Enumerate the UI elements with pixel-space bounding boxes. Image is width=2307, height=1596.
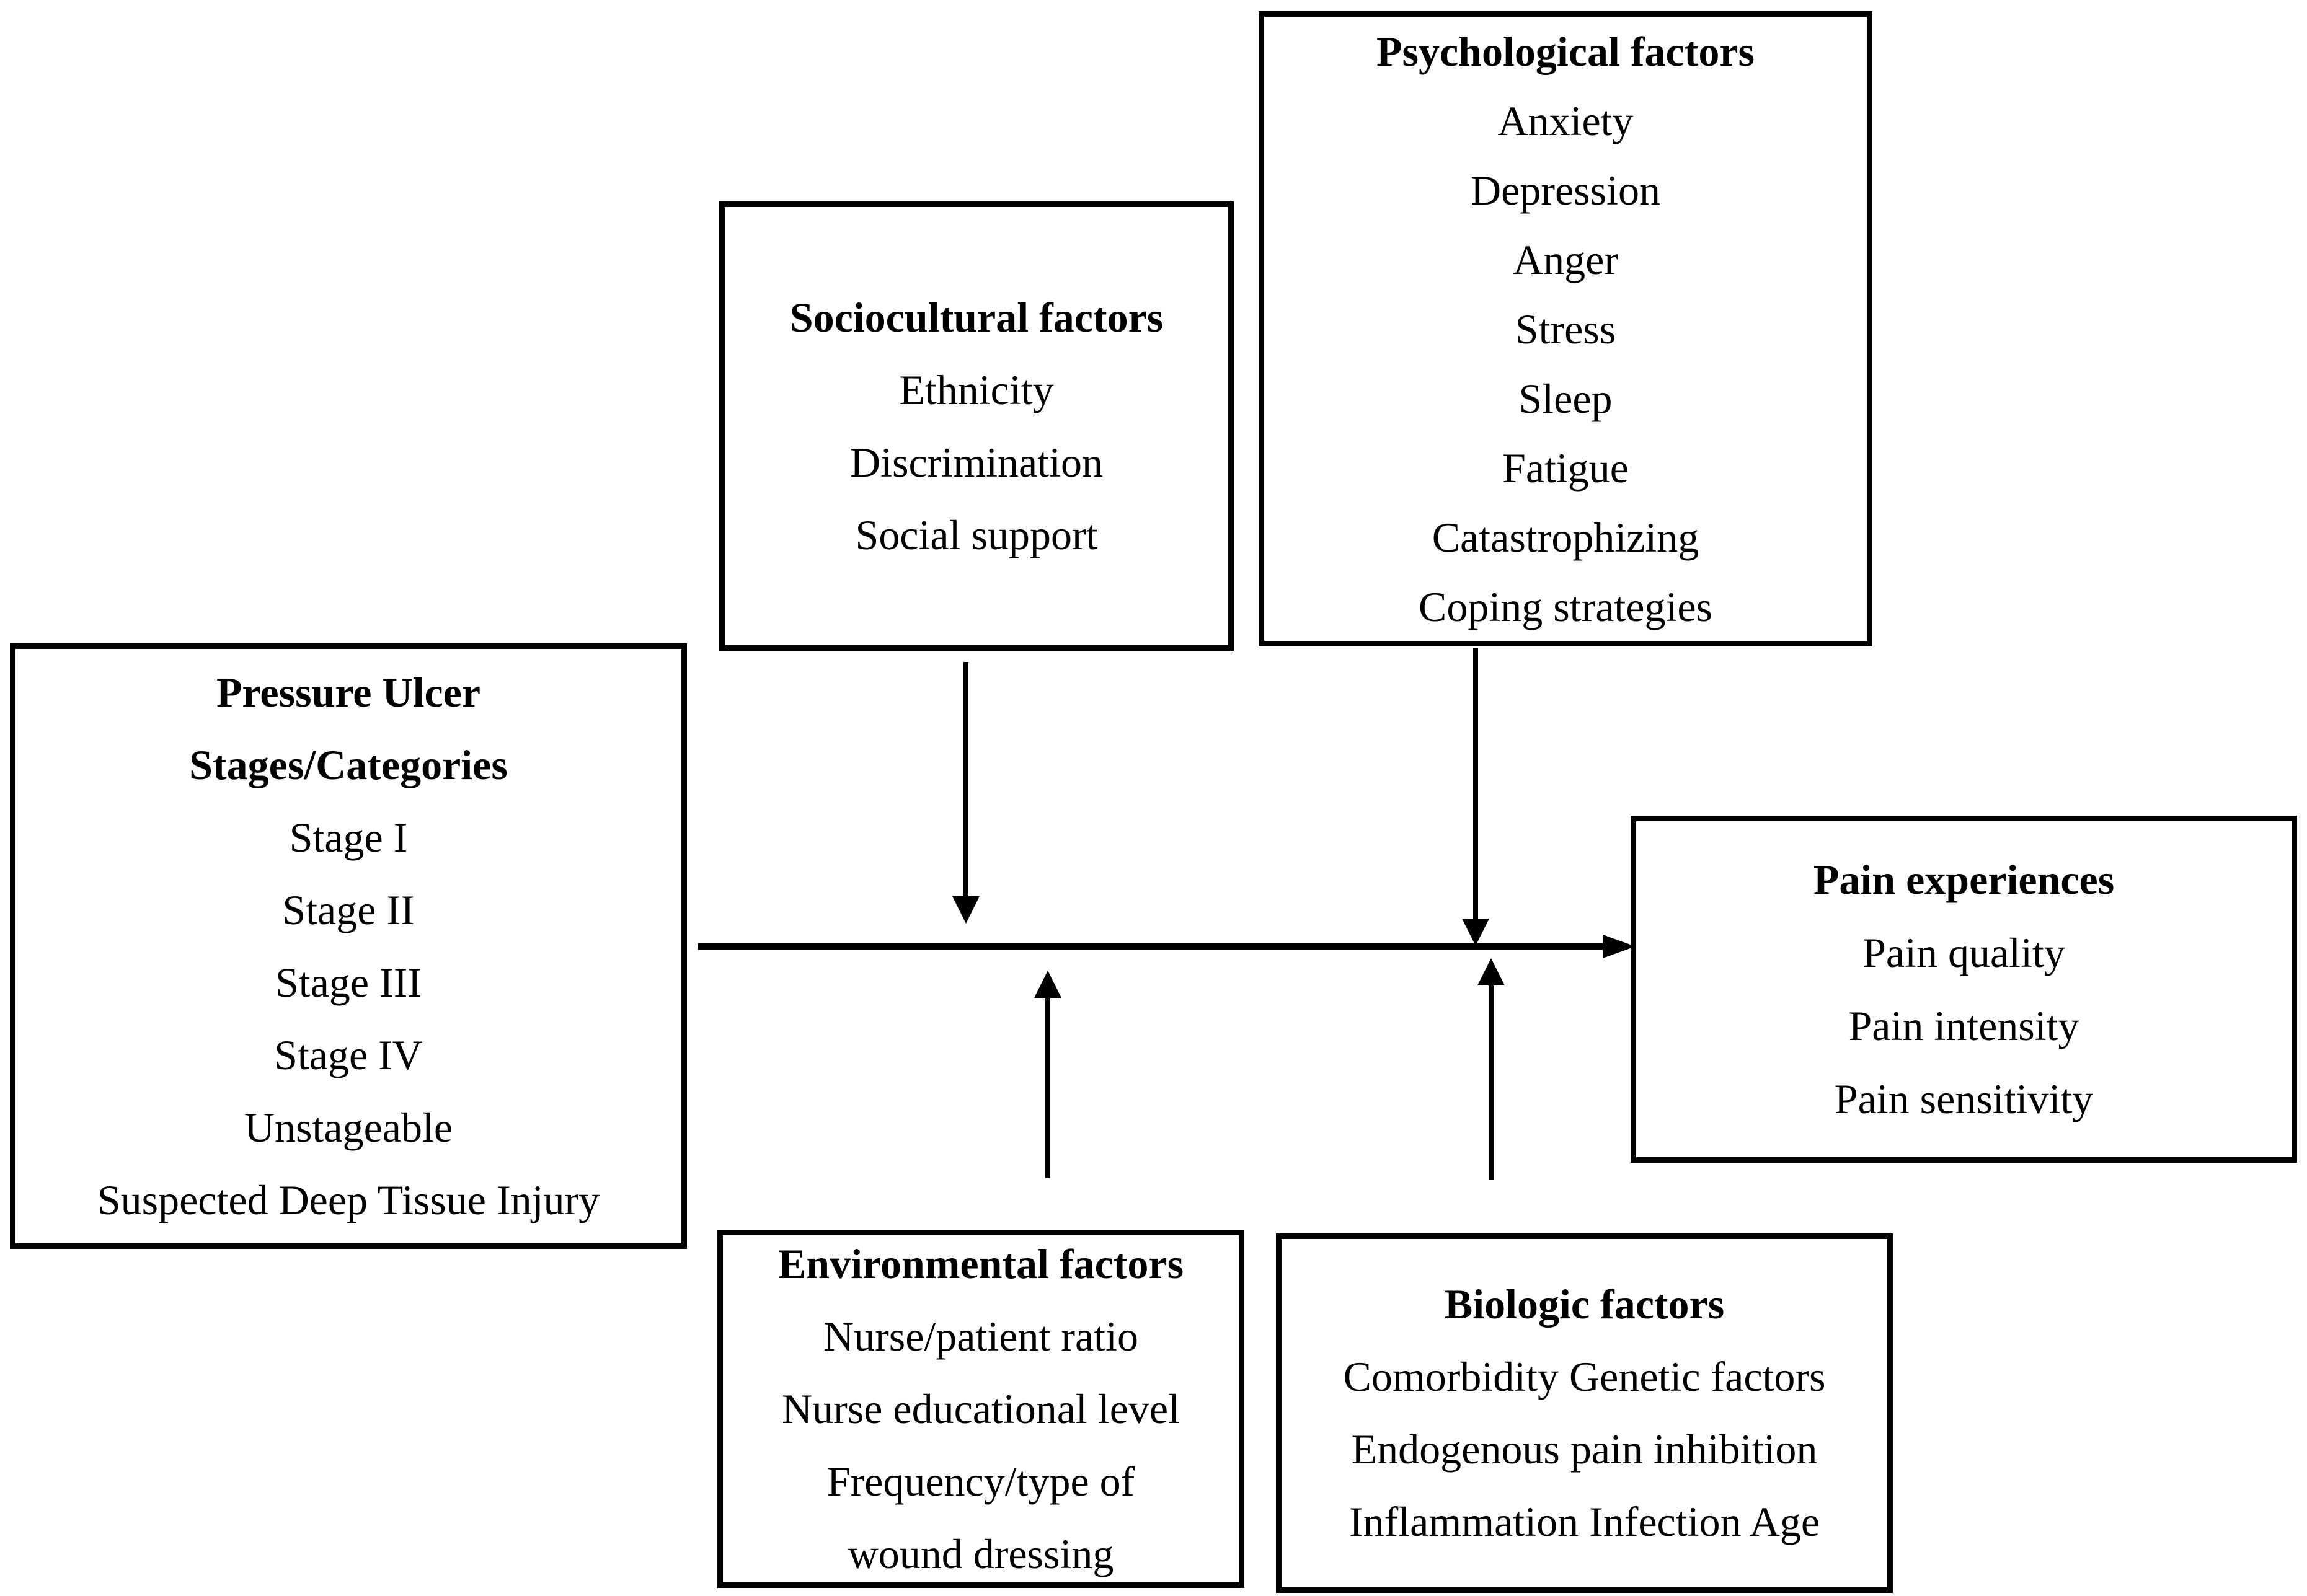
- biologic-factors-title: Biologic factors: [1444, 1281, 1725, 1328]
- biologic-item: Inflammation Infection Age: [1348, 1498, 1820, 1545]
- pressure-ulcer-item: Suspected Deep Tissue Injury: [97, 1176, 600, 1223]
- arrow-sociocultural-down: [952, 662, 980, 924]
- pain-experiences-title: Pain experiences: [1813, 856, 2115, 903]
- pressure-ulcer-item: Stage I: [289, 813, 408, 861]
- biologic-item: Comorbidity Genetic factors: [1343, 1353, 1826, 1400]
- psychological-item: Stress: [1515, 305, 1616, 353]
- psychological-item: Depression: [1471, 166, 1660, 214]
- biologic-factors-box: Biologic factors Comorbidity Genetic fac…: [1276, 1233, 1893, 1593]
- environmental-item: Nurse educational level: [782, 1385, 1180, 1432]
- psychological-item: Fatigue: [1502, 444, 1629, 492]
- psychological-item: Anxiety: [1497, 97, 1634, 144]
- sociocultural-item: Ethnicity: [899, 366, 1054, 413]
- sociocultural-factors-box: Sociocultural factors Ethnicity Discrimi…: [719, 201, 1234, 651]
- environmental-item: Frequency/type of: [826, 1457, 1135, 1505]
- psychological-factors-box: Psychological factors Anxiety Depression…: [1259, 11, 1872, 646]
- arrow-environmental-up: [1034, 971, 1061, 1178]
- pain-experiences-box: Pain experiences Pain quality Pain inten…: [1631, 816, 2297, 1163]
- sociocultural-factors-title: Sociocultural factors: [789, 293, 1164, 341]
- psychological-item: Coping strategies: [1418, 583, 1713, 630]
- pain-experiences-item: Pain intensity: [1848, 1002, 2079, 1049]
- arrow-stages-to-pain-experiences: [698, 935, 1636, 958]
- environmental-factors-box: Environmental factors Nurse/patient rati…: [717, 1230, 1244, 1588]
- arrow-biologic-up: [1477, 958, 1505, 1180]
- pressure-ulcer-title-line2: Stages/Categories: [189, 741, 508, 788]
- pressure-ulcer-title-line1: Pressure Ulcer: [216, 668, 481, 716]
- psychological-item: Anger: [1513, 236, 1618, 283]
- pain-experiences-item: Pain quality: [1862, 929, 2065, 976]
- arrow-psychological-down: [1462, 648, 1489, 946]
- psychological-factors-title: Psychological factors: [1376, 27, 1755, 75]
- psychological-item: Catastrophizing: [1432, 513, 1699, 561]
- pressure-ulcer-item: Stage IV: [274, 1031, 423, 1078]
- environmental-factors-title: Environmental factors: [777, 1240, 1184, 1287]
- pain-experiences-item: Pain sensitivity: [1834, 1075, 2094, 1122]
- pressure-ulcer-stages-box: Pressure Ulcer Stages/Categories Stage I…: [10, 643, 687, 1249]
- psychological-item: Sleep: [1518, 374, 1613, 422]
- sociocultural-item: Discrimination: [850, 438, 1103, 486]
- environmental-item: Nurse/patient ratio: [823, 1312, 1138, 1360]
- pressure-ulcer-item: Stage III: [275, 958, 422, 1006]
- pressure-ulcer-item: Stage II: [282, 886, 415, 933]
- pressure-ulcer-item: Unstageable: [244, 1103, 453, 1151]
- biologic-item: Endogenous pain inhibition: [1351, 1426, 1818, 1473]
- sociocultural-item: Social support: [855, 511, 1098, 558]
- environmental-item: wound dressing: [848, 1530, 1114, 1577]
